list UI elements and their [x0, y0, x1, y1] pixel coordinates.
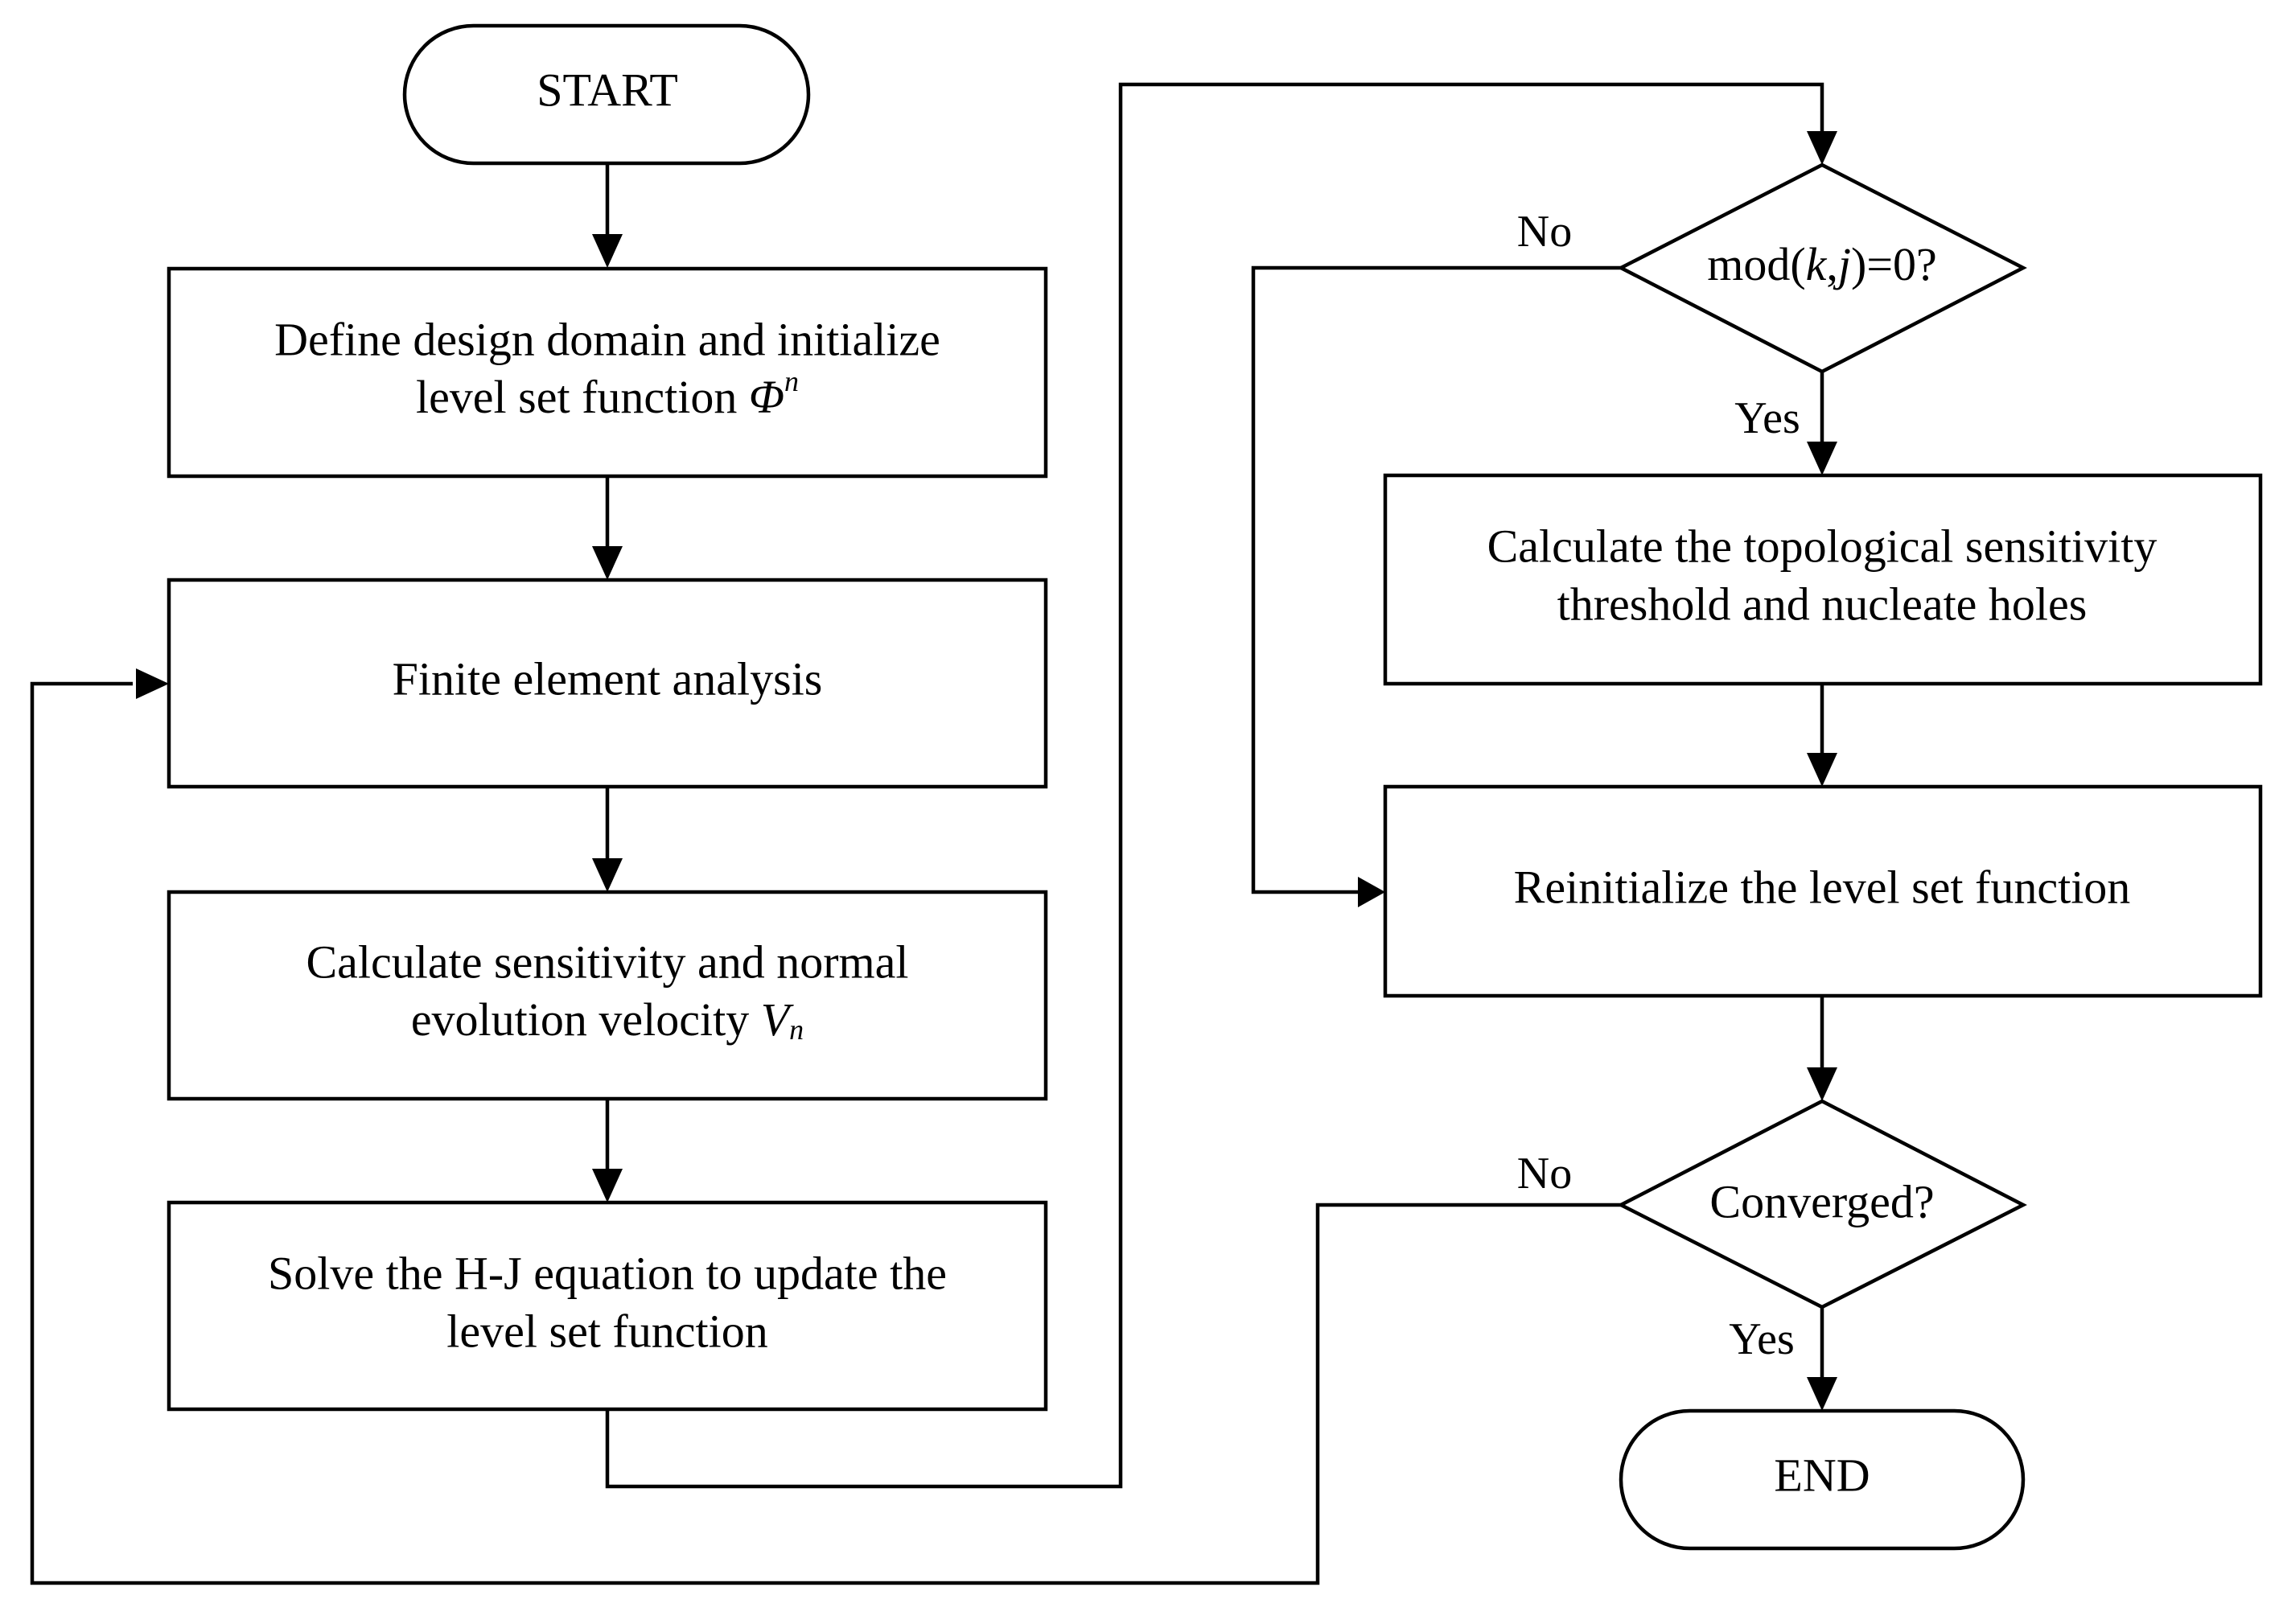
start-terminal-shape	[402, 23, 811, 166]
topological-line1: Calculate the topological sensitivity	[1487, 520, 2158, 572]
arrowhead-down-define	[592, 234, 623, 268]
arrowhead-down-solve	[592, 1169, 623, 1203]
arrowhead-down-topological	[1807, 442, 1837, 475]
mod-no-label: No	[1517, 207, 1572, 257]
arrowhead-right-fea	[136, 668, 169, 699]
branch-labels: No Yes No Yes	[1517, 207, 1800, 1364]
mod-suffix: )=0?	[1851, 238, 1937, 290]
phi-symbol: Φ	[749, 371, 784, 423]
connector-mod-no-to-reinitialize	[1251, 265, 1621, 894]
topological-process: Calculate the topological sensitivity th…	[1383, 473, 2263, 686]
define-domain-process: Define design domain and initialize leve…	[167, 266, 1048, 479]
end-label: END	[1774, 1449, 1870, 1501]
sensitivity-process: Calculate sensitivity and normal evoluti…	[167, 890, 1048, 1101]
connectors	[30, 82, 1824, 1585]
sensitivity-line2: evolution velocity Vn	[411, 993, 804, 1046]
mod-decision-diamond	[1617, 162, 2027, 374]
finite-element-box	[167, 578, 1048, 789]
arrowhead-down-converged	[1807, 1067, 1837, 1101]
topological-line2: threshold and nucleate holes	[1557, 578, 2088, 630]
phi-superscript: n	[784, 365, 799, 397]
arrowhead-down-mod	[1807, 131, 1837, 165]
end-terminal: END	[1619, 1408, 2026, 1551]
mod-yes-label: Yes	[1734, 393, 1800, 443]
arrowhead-down-fea	[592, 546, 623, 580]
mod-var-k: k	[1806, 238, 1828, 290]
solve-hj-box	[167, 1200, 1048, 1412]
solve-hj-line2: level set function	[446, 1305, 767, 1357]
mod-decision-label: mod(k,j)=0?	[1707, 238, 1937, 290]
define-domain-box	[167, 266, 1048, 479]
mod-comma: ,	[1826, 238, 1838, 290]
sensitivity-line2-prefix: evolution velocity	[411, 993, 761, 1046]
solve-hj-line1: Solve the H-J equation to update the	[268, 1247, 947, 1299]
reinitialize-box	[1383, 784, 2263, 998]
reinitialize-label: Reinitialize the level set function	[1514, 861, 2131, 913]
converged-decision-label: Converged?	[1709, 1175, 1934, 1227]
start-terminal: START	[402, 23, 811, 166]
v-symbol: V	[761, 993, 795, 1046]
arrowhead-down-sensitivity	[592, 858, 623, 892]
arrowhead-down-reinitialize	[1807, 753, 1837, 787]
start-label: START	[537, 64, 678, 116]
connector-converged-no-to-fea	[30, 681, 1621, 1585]
mod-decision: mod(k,j)=0?	[1617, 162, 2027, 374]
finite-element-label: Finite element analysis	[393, 652, 823, 705]
finite-element-process: Finite element analysis	[167, 578, 1048, 789]
arrowheads	[136, 131, 1837, 1411]
define-domain-line2-prefix: level set function	[416, 371, 749, 423]
mod-prefix: mod(	[1707, 238, 1805, 290]
v-subscript: n	[789, 1013, 804, 1046]
define-domain-line1: Define design domain and initialize	[274, 313, 940, 365]
converged-no-label: No	[1517, 1149, 1572, 1198]
arrowhead-right-reinitialize	[1358, 877, 1385, 907]
sensitivity-box	[167, 890, 1048, 1101]
sensitivity-line1: Calculate sensitivity and normal	[306, 935, 909, 988]
reinitialize-process: Reinitialize the level set function	[1383, 784, 2263, 998]
topological-box	[1383, 473, 2263, 686]
solve-hj-process: Solve the H-J equation to update the lev…	[167, 1200, 1048, 1412]
converged-decision: Converged?	[1617, 1099, 2027, 1309]
converged-yes-label: Yes	[1729, 1314, 1794, 1364]
end-terminal-shape	[1619, 1408, 2026, 1551]
define-domain-line2: level set function Φn	[416, 365, 799, 423]
converged-decision-diamond	[1617, 1099, 2027, 1309]
arrowhead-down-end	[1807, 1377, 1837, 1411]
connector-solve-to-mod	[605, 82, 1824, 1489]
